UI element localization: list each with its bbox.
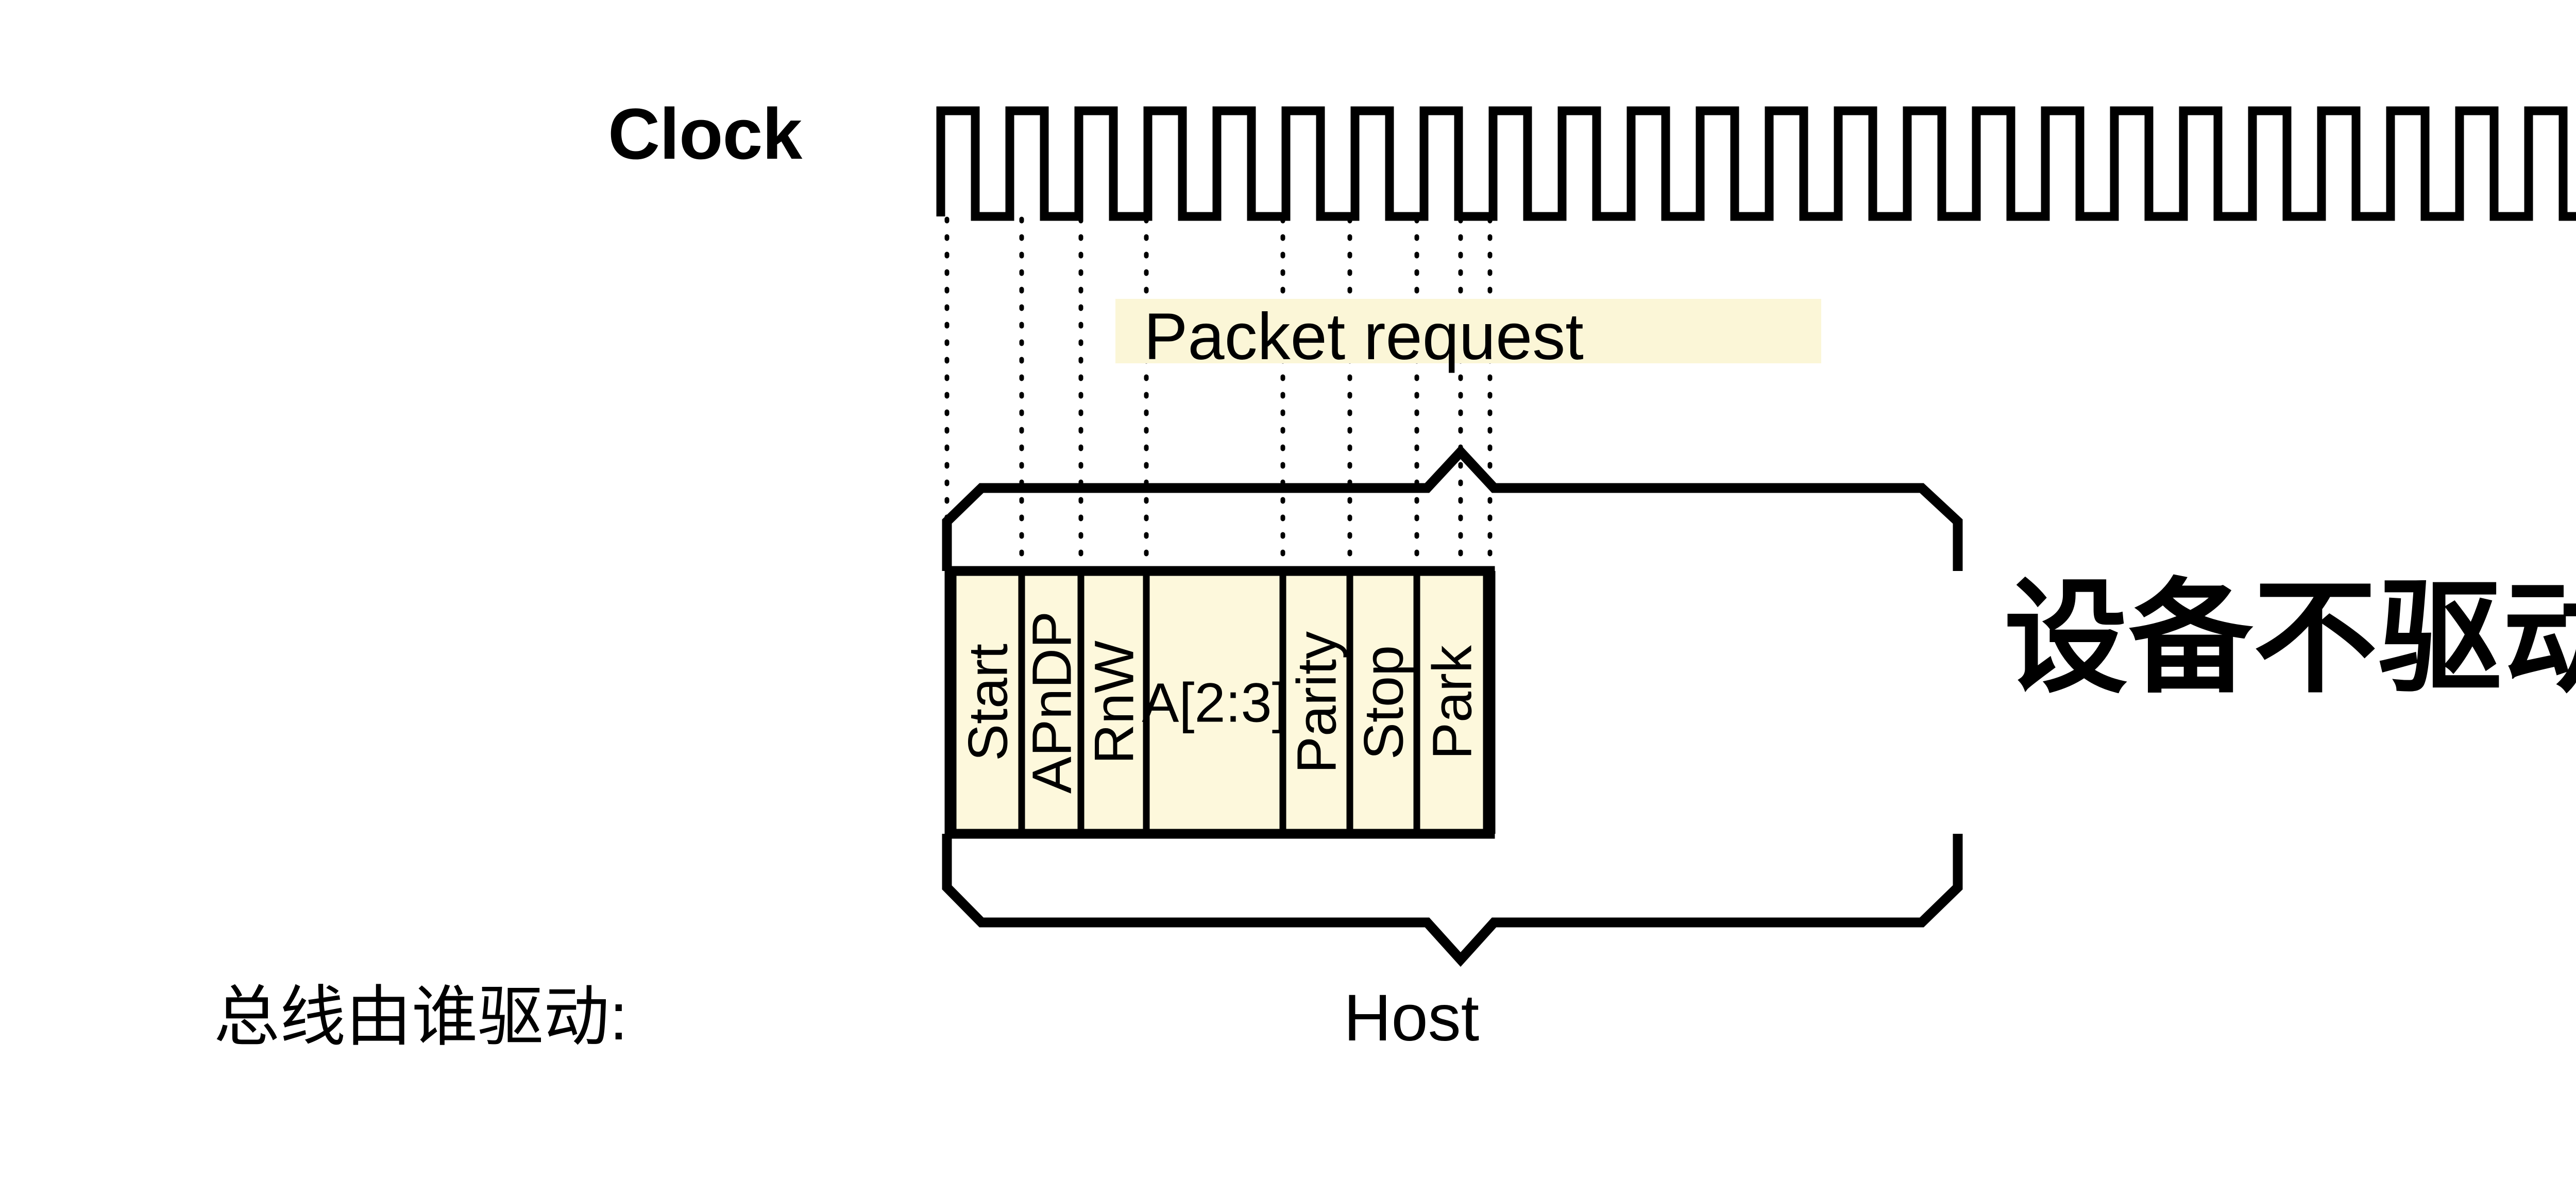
packet-field-label-parity: Parity — [1285, 631, 1348, 774]
packet-request-label: Packet request — [1144, 300, 1584, 374]
packet-field-label-stop: Stop — [1352, 645, 1415, 760]
packet-field-cells — [950, 567, 1490, 837]
packet-field-label-park: Park — [1420, 645, 1483, 760]
packet-top-brace — [942, 445, 1963, 571]
clock-label: Clock — [608, 93, 802, 174]
packet-field-label-rnw: RnW — [1082, 641, 1145, 764]
packet-request-highlight — [1115, 299, 1821, 363]
clock-edge-guides — [944, 216, 1493, 575]
packet-field-label-a-2-3: A[2:3] — [1142, 671, 1287, 734]
packet-cell-row-border — [944, 566, 1496, 839]
packet-bottom-brace — [942, 834, 1963, 967]
packet-field-label-start: Start — [956, 643, 1019, 762]
host-label: Host — [1344, 981, 1480, 1055]
bus-driver-question-label: 总线由谁驱动: — [214, 980, 628, 1054]
clock-waveform — [936, 106, 2576, 221]
packet-field-label-apndp: APnDP — [1020, 611, 1082, 794]
device-not-drive-bus-label: 设备不驱动总线 — [2004, 569, 2576, 707]
